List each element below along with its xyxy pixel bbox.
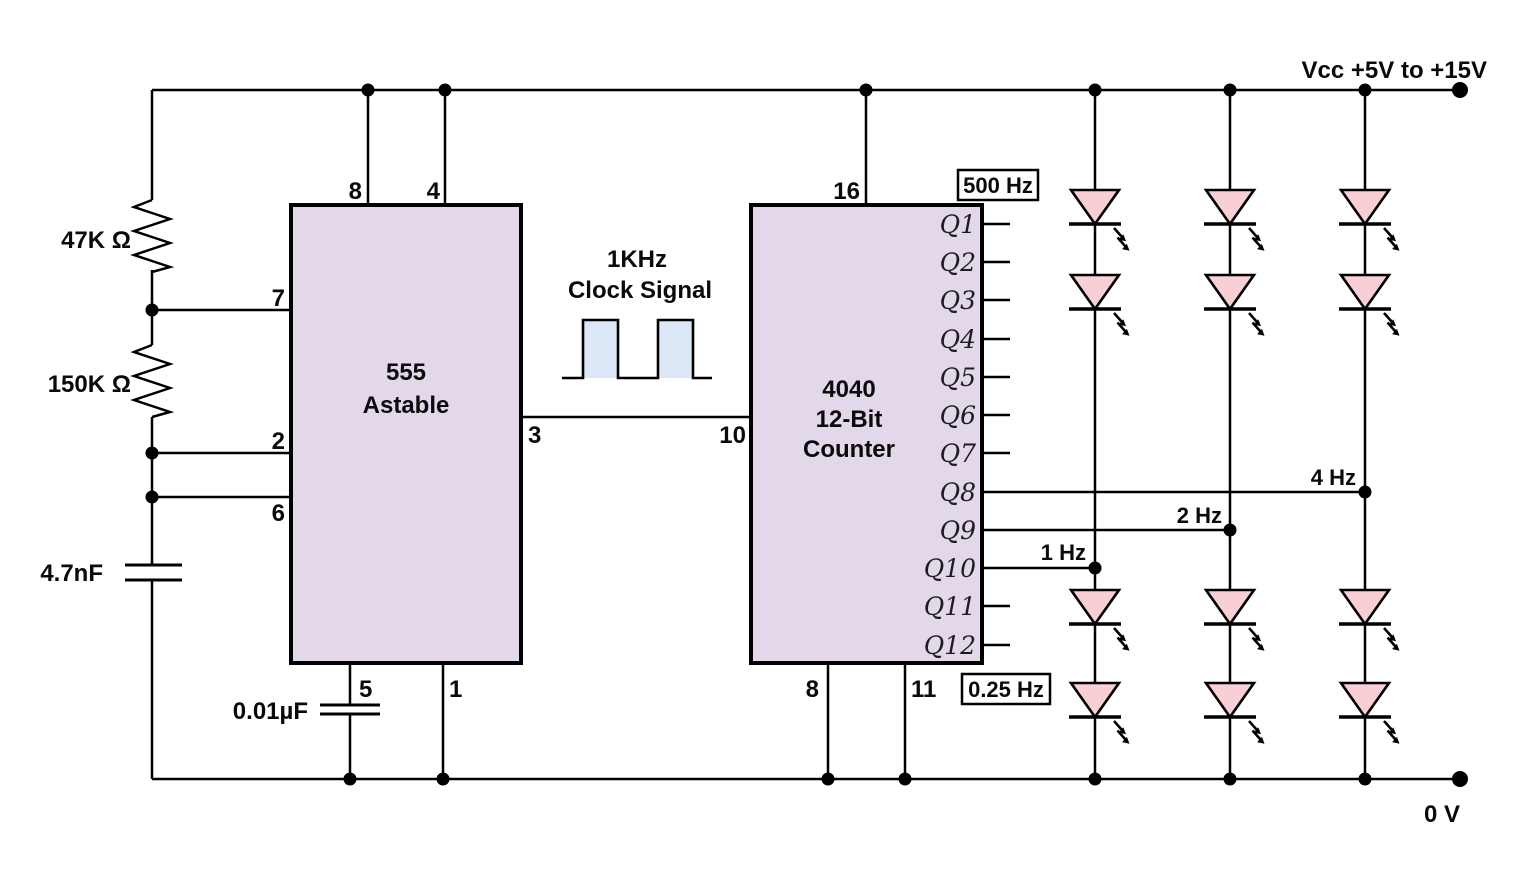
ic-555-title-line1: 555 <box>386 359 426 386</box>
pin10-label: 10 <box>719 422 746 449</box>
q5-label: Q5 <box>940 363 976 392</box>
pin3-label: 3 <box>528 422 541 449</box>
ic-555-title-line2: Astable <box>363 392 450 419</box>
pin7-label: 7 <box>272 285 285 312</box>
q-output-stubs <box>982 222 1010 647</box>
led-icon <box>1204 275 1265 336</box>
clock-label-line1: 1KHz <box>607 246 667 273</box>
ic-4040-box <box>749 203 984 665</box>
led-icon <box>1204 683 1265 744</box>
capacitor-4.7nf-label: 4.7nF <box>40 560 103 587</box>
led-icon <box>1339 275 1400 336</box>
gnd-label: 0 V <box>1424 801 1460 828</box>
pin16-label: 16 <box>833 178 860 205</box>
capacitor-0.01uf-icon <box>320 703 380 716</box>
freq-2hz-label: 2 Hz <box>1177 503 1222 528</box>
q8-label: Q8 <box>940 478 976 507</box>
freq-500hz-badge: 500 Hz <box>956 168 1040 202</box>
ic-555-box <box>289 203 523 665</box>
pin2-label: 2 <box>272 428 285 455</box>
led-icon <box>1204 590 1265 651</box>
led-icon <box>1204 190 1265 251</box>
q12-label: Q12 <box>924 631 976 660</box>
q2-label: Q2 <box>940 248 976 277</box>
clock-label-line2: Clock Signal <box>568 277 712 304</box>
pin11-label: 11 <box>911 676 936 703</box>
capacitor-4.7nf-icon <box>125 563 182 582</box>
pin6-label: 6 <box>272 500 285 527</box>
q1-label: Q1 <box>940 210 976 239</box>
text-labels: Vcc +5V to +15V 0 V 47K Ω 150K Ω 4.7nF 0… <box>40 57 1487 828</box>
q9-label: Q9 <box>940 516 976 545</box>
led-icon <box>1069 590 1130 651</box>
resistor-150k-icon <box>130 343 175 419</box>
freq-500hz-label: 500 Hz <box>963 173 1033 198</box>
led-icon <box>1069 683 1130 744</box>
pin1-label: 1 <box>449 676 462 703</box>
freq-0.25hz-label: 0.25 Hz <box>968 677 1044 702</box>
resistor-47k-icon <box>130 198 175 274</box>
freq-4hz-label: 4 Hz <box>1311 465 1356 490</box>
freq-0.25hz-badge: 0.25 Hz <box>960 672 1052 706</box>
q11-label: Q11 <box>924 592 976 621</box>
q6-label: Q6 <box>940 401 976 430</box>
pin4-label: 4 <box>427 178 441 205</box>
q7-label: Q7 <box>940 439 976 468</box>
vcc-label: Vcc +5V to +15V <box>1302 57 1487 84</box>
pin5-label: 5 <box>359 676 372 703</box>
q4-label: Q4 <box>940 325 976 354</box>
ic-4040-title-line1: 4040 <box>822 376 875 403</box>
pin8-4040-label: 8 <box>806 676 819 703</box>
junction-dots <box>145 82 1468 787</box>
pulse-outline <box>562 318 712 380</box>
led-icon <box>1339 590 1400 651</box>
pulse-fill-1 <box>583 320 618 378</box>
ic-4040-title-line2: 12-Bit <box>816 406 883 433</box>
gnd-terminal-dot <box>1452 771 1468 787</box>
vcc-terminal-dot <box>1452 82 1468 98</box>
led-icon <box>1069 190 1130 251</box>
led-icon <box>1069 275 1130 336</box>
pulse-fill-2 <box>658 320 693 378</box>
led-icon <box>1339 190 1400 251</box>
resistor-150k-label: 150K Ω <box>48 371 131 398</box>
resistor-47k-label: 47K Ω <box>61 227 131 254</box>
ic-4040-title-line3: Counter <box>803 436 895 463</box>
capacitor-0.01uf-label: 0.01µF <box>233 698 308 725</box>
clock-waveform-icon <box>562 318 712 380</box>
freq-1hz-label: 1 Hz <box>1041 540 1086 565</box>
q3-label: Q3 <box>940 286 976 315</box>
pin8-label: 8 <box>349 178 362 205</box>
led-icon <box>1339 683 1400 744</box>
q10-label: Q10 <box>924 554 976 583</box>
